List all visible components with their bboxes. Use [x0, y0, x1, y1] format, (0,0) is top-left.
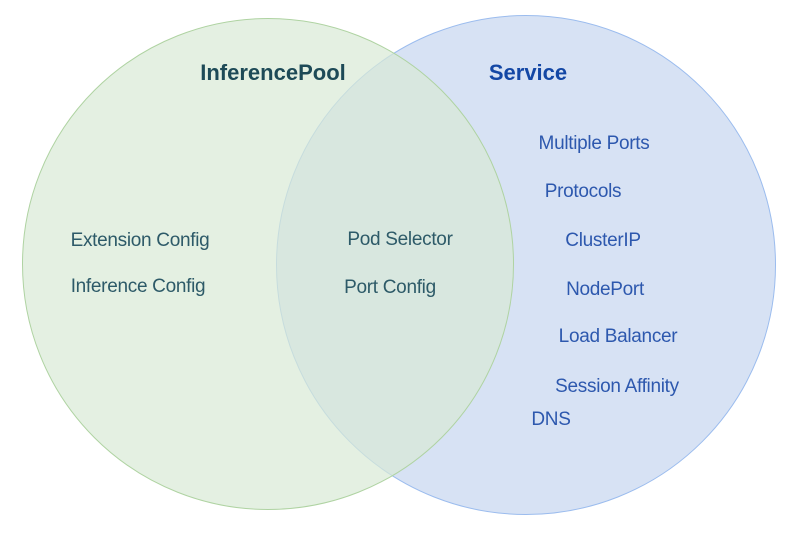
inferencepool-title: InferencePool [200, 60, 346, 85]
service-item-load-balancer: Load Balancer [558, 326, 678, 347]
service-item-nodeport: NodePort [566, 279, 644, 300]
inferencepool-circle [22, 18, 514, 510]
inferencepool-item-extension-config: Extension Config [70, 230, 210, 251]
service-item-multiple-ports: Multiple Ports [538, 133, 650, 154]
service-item-dns: DNS [531, 409, 571, 430]
overlap-item-pod-selector: Pod Selector [347, 229, 453, 250]
overlap-item-port-config: Port Config [344, 277, 436, 298]
service-item-clusterip: ClusterIP [565, 230, 641, 251]
inferencepool-item-inference-config: Inference Config [70, 276, 206, 297]
service-item-session-affinity: Session Affinity [555, 376, 679, 397]
service-item-protocols: Protocols [544, 181, 622, 202]
service-title: Service [488, 60, 568, 85]
